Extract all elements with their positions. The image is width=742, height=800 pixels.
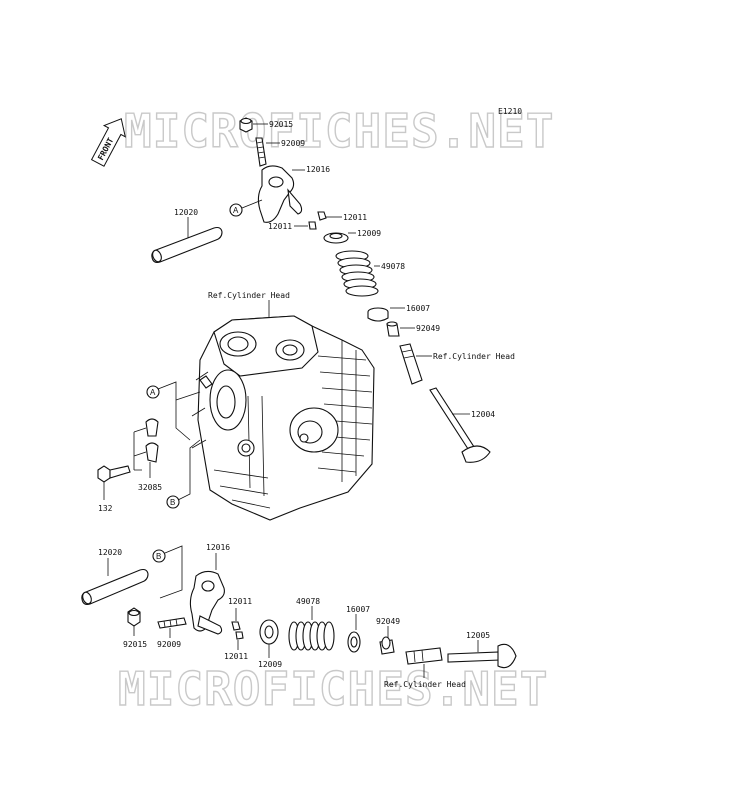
seal-16007-bottom: [347, 631, 361, 653]
label-12009-bottom: 12009: [258, 660, 282, 669]
valve-guide-bottom: [405, 647, 443, 665]
label-92015-top: 92015: [269, 120, 293, 129]
label-92049-bottom: 92049: [376, 617, 400, 626]
pad-12011-bottom-b: [235, 631, 244, 640]
svg-text:A: A: [150, 388, 156, 397]
label-92015-bottom: 92015: [123, 640, 147, 649]
rocker-arm-12016-top: [257, 165, 303, 223]
spring-49078-bottom: [288, 621, 335, 651]
nut-92015-top: [239, 117, 253, 133]
screw-92009-bottom: [157, 617, 187, 629]
label-92049-top: 92049: [416, 324, 440, 333]
label-12016-bottom: 12016: [206, 543, 230, 552]
pad-12011-top-b: [308, 221, 317, 230]
diagram-code: E1210: [498, 107, 522, 116]
label-12016-top: 12016: [306, 165, 330, 174]
nut-92015-bottom: [127, 607, 141, 627]
callout-b-head: B: [166, 495, 180, 509]
retainer-12009-bottom: [259, 619, 279, 645]
label-12009-top: 12009: [357, 229, 381, 238]
callout-a-head: A: [146, 385, 160, 399]
label-12011-top-a: 12011: [343, 213, 367, 222]
svg-text:A: A: [233, 206, 239, 215]
label-12011-top-b: 12011: [268, 222, 292, 231]
pad-12011-top-a: [317, 211, 327, 221]
label-12004: 12004: [471, 410, 495, 419]
label-32085: 32085: [138, 483, 162, 492]
label-12020-bottom: 12020: [98, 548, 122, 557]
callout-a-top: A: [229, 203, 243, 217]
label-12011-bottom-a: 12011: [228, 597, 252, 606]
label-ref-head-top: Ref.Cylinder Head: [208, 291, 290, 300]
label-16007-bottom: 16007: [346, 605, 370, 614]
watermark-top: MICROFICHES.NET: [124, 104, 554, 158]
svg-text:B: B: [156, 552, 161, 561]
cylinder-head: [191, 315, 375, 521]
bolt-132: [97, 465, 131, 483]
callout-b-bottom: B: [152, 549, 166, 563]
oil-seal-92049-bottom: [379, 636, 395, 655]
valve-12004: [429, 387, 491, 463]
label-12011-bottom-b: 12011: [224, 652, 248, 661]
label-12020-top: 12020: [174, 208, 198, 217]
svg-text:B: B: [170, 498, 175, 507]
shaft-12020-bottom: [81, 568, 149, 605]
screw-92009-top: [255, 137, 267, 167]
label-16007-top: 16007: [406, 304, 430, 313]
pad-12011-bottom-a: [231, 621, 241, 631]
shaft-12020-top: [151, 226, 223, 263]
retainer-12009-top: [323, 232, 349, 244]
valve-12005: [447, 643, 517, 669]
spring-49078-top: [335, 250, 379, 297]
plate-32085: [145, 418, 159, 463]
oil-seal-92049-top: [386, 321, 400, 337]
watermark-bottom: MICROFICHES.NET: [118, 662, 548, 716]
seal-16007-top: [367, 307, 389, 322]
label-49078-bottom: 49078: [296, 597, 320, 606]
label-92009-bottom: 92009: [157, 640, 181, 649]
label-92009-top: 92009: [281, 139, 305, 148]
label-ref-head-top-right: Ref.Cylinder Head: [433, 352, 515, 361]
label-12005: 12005: [466, 631, 490, 640]
label-ref-head-bottom: Ref.Cylinder Head: [384, 680, 466, 689]
valve-guide-top: [399, 343, 423, 385]
rocker-arm-12016-bottom: [189, 570, 225, 635]
label-132: 132: [98, 504, 113, 513]
label-49078-top: 49078: [381, 262, 405, 271]
